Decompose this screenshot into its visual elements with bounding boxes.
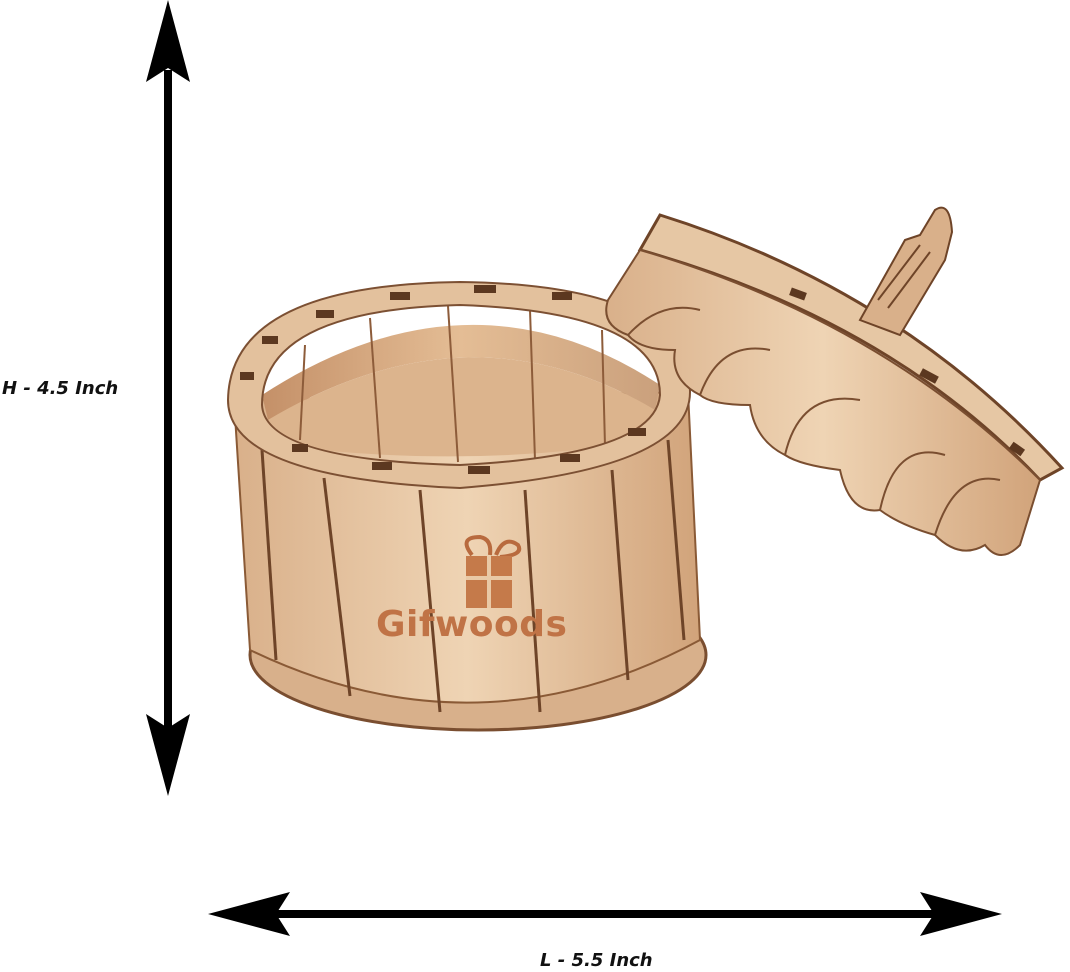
length-label: L - 5.5 Inch (540, 950, 653, 971)
box-slats (260, 439, 686, 713)
height-arrow (146, 0, 190, 796)
rim-slots (240, 285, 646, 474)
brand-logo-text: Gifwoods (376, 604, 568, 645)
length-arrow (208, 892, 1002, 936)
height-label: H - 4.5 Inch (2, 378, 119, 399)
lid-handle (858, 206, 954, 337)
wooden-lid (605, 206, 1065, 556)
wooden-box (226, 280, 708, 732)
gift-box-icon (464, 534, 522, 608)
